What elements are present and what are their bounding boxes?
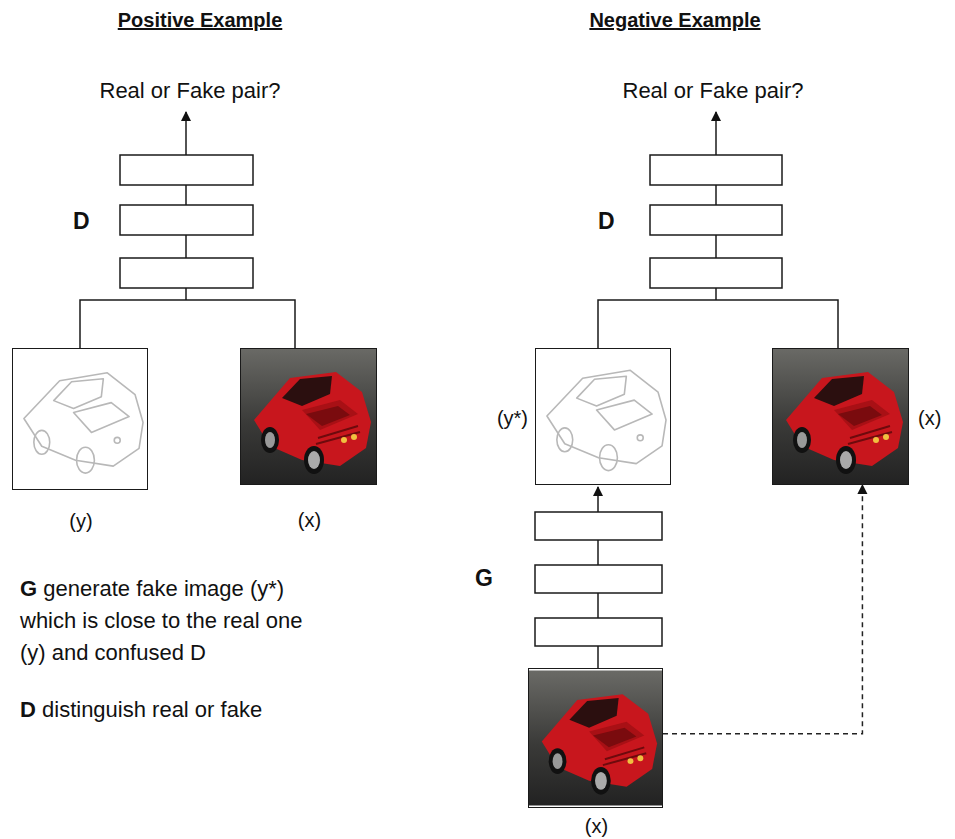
image-label: (y): [69, 509, 92, 533]
note-text: G generate fake image (y*) which is clos…: [20, 573, 320, 669]
output-question: Real or Fake pair?: [100, 78, 281, 104]
heading: Positive Example: [118, 8, 283, 32]
output-question: Real or Fake pair?: [623, 78, 804, 104]
image-label: (y*): [497, 406, 528, 430]
generated-sketch: (y*): [535, 348, 671, 485]
dashed-connector: [663, 485, 862, 734]
photo-image: (x): [240, 348, 377, 485]
photo-image: (x): [772, 348, 909, 485]
note-text: D distinguish real or fake: [20, 694, 320, 726]
heading: Negative Example: [589, 8, 760, 32]
network-name: G: [475, 565, 493, 591]
image-label: (x): [298, 508, 321, 532]
image-label: (x): [585, 814, 608, 838]
image-label: (x): [918, 406, 941, 430]
sketch-image: (y): [12, 348, 148, 490]
input-photo: (x): [528, 668, 663, 808]
network-name: D: [73, 208, 90, 234]
network-name: D: [598, 208, 615, 234]
